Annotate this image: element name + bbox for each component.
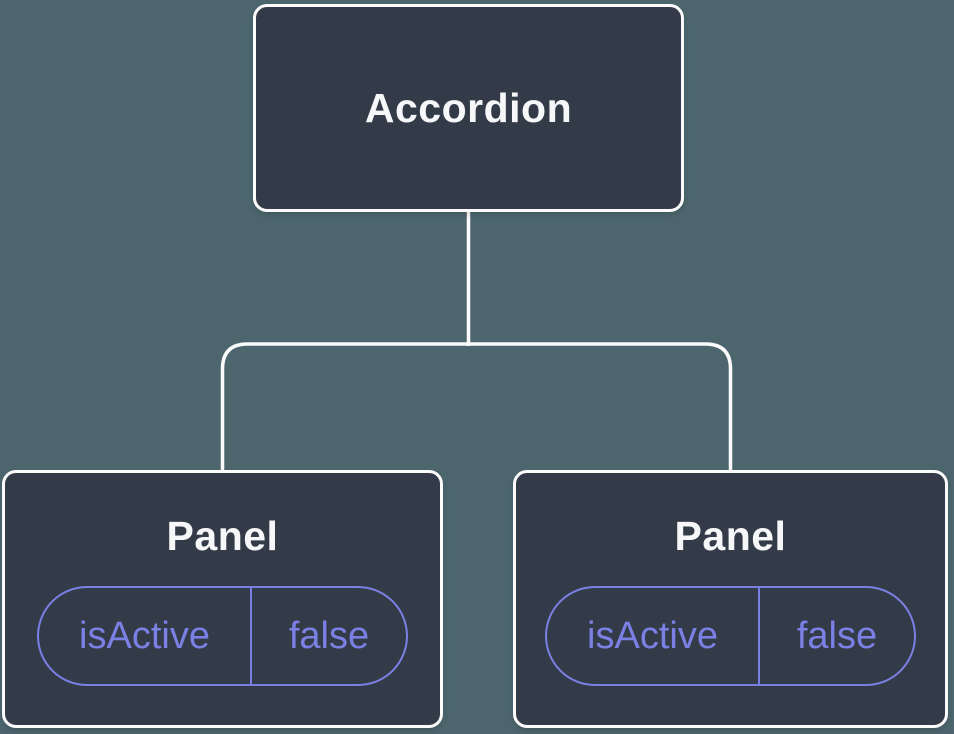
- state-pill: isActive false: [37, 586, 408, 686]
- connector-bracket: [220, 342, 733, 471]
- panel-node-right: Panel isActive false: [513, 470, 948, 728]
- panel-title: Panel: [166, 513, 279, 559]
- panel-title: Panel: [674, 513, 787, 559]
- state-value: false: [288, 614, 370, 657]
- state-pill: isActive false: [545, 586, 916, 686]
- accordion-node: Accordion: [253, 4, 684, 212]
- panel-node-left: Panel isActive false: [2, 470, 443, 728]
- state-name: isActive: [547, 588, 760, 684]
- state-value: false: [796, 614, 878, 657]
- accordion-label: Accordion: [364, 84, 573, 131]
- state-name: isActive: [39, 588, 252, 684]
